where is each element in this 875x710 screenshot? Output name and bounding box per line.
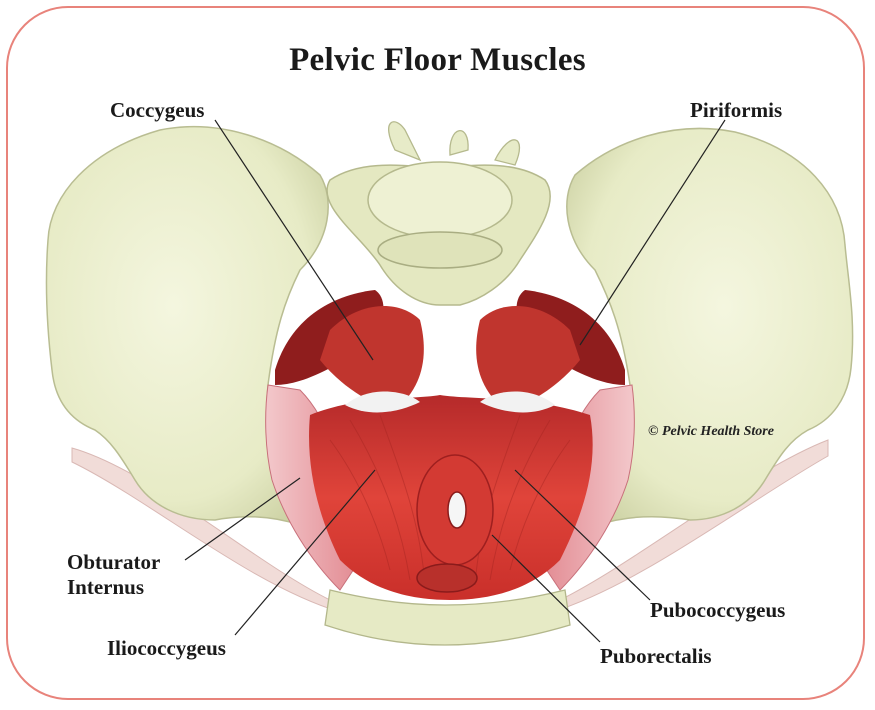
anal-opening <box>417 564 477 592</box>
spinous-process-center <box>450 131 468 155</box>
urethral-opening <box>448 492 466 528</box>
label-obturator-internus: Obturator Internus <box>67 550 160 600</box>
label-puborectalis: Puborectalis <box>600 644 712 669</box>
label-obturator-line1: Obturator <box>67 550 160 575</box>
spinous-process-right <box>495 140 519 165</box>
intervertebral-disc <box>378 232 502 268</box>
label-iliococcygeus: Iliococcygeus <box>107 636 226 661</box>
label-piriformis: Piriformis <box>690 98 782 123</box>
label-pubococcygeus: Pubococcygeus <box>650 598 785 623</box>
label-coccygeus: Coccygeus <box>110 98 204 123</box>
diagram-title: Pelvic Floor Muscles <box>0 42 875 79</box>
spinous-process <box>389 122 420 160</box>
vertebra-body <box>368 162 512 238</box>
label-obturator-line2: Internus <box>67 575 160 600</box>
copyright-credit: © Pelvic Health Store <box>648 424 774 440</box>
